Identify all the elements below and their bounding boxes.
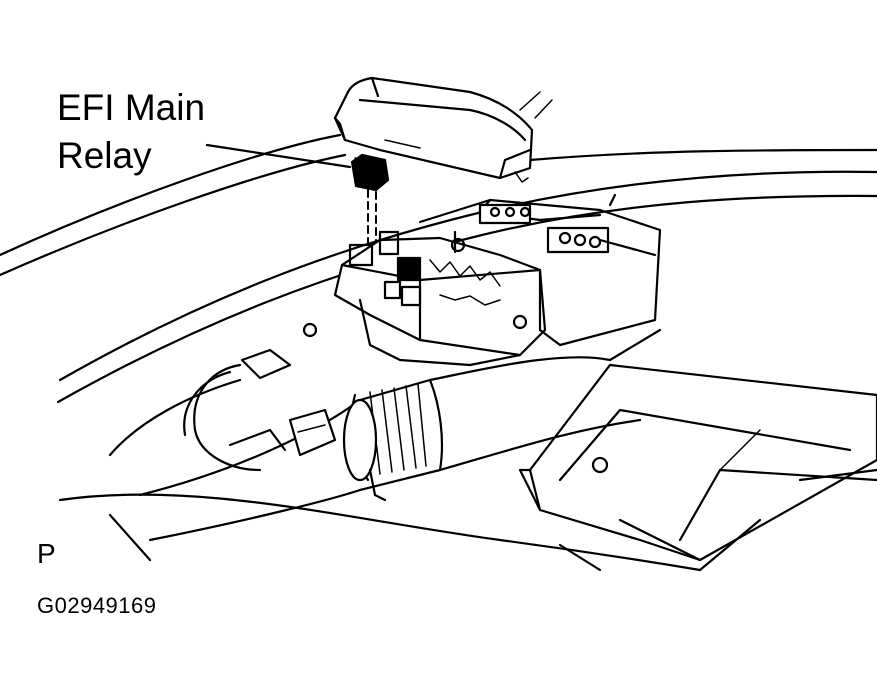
wiring-harness	[183, 322, 318, 472]
battery	[418, 193, 662, 347]
figure-code: G02949169	[37, 593, 157, 618]
relay-block	[333, 230, 547, 367]
lower-body-lines	[58, 468, 877, 572]
relay-block-cover	[333, 76, 534, 183]
efi-main-relay-label: EFI Main Relay	[57, 84, 205, 180]
callout-line-1: EFI Main	[57, 87, 206, 128]
air-intake-hose	[138, 328, 662, 542]
view-letter: P	[37, 538, 56, 569]
air-cleaner-box	[518, 363, 877, 562]
efi-main-relay	[350, 153, 390, 192]
hood-edge-lines	[0, 91, 877, 457]
callout-leader-line	[205, 143, 352, 169]
callout-line-2: Relay	[57, 135, 152, 176]
